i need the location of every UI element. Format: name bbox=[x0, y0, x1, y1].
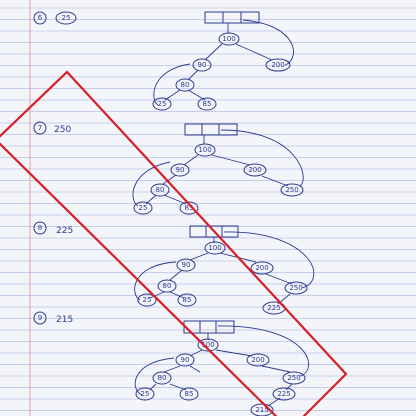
step-8-insert-225: 8 225 100 bbox=[33, 221, 315, 315]
node-label: 200 bbox=[251, 356, 264, 364]
node-label: 200 bbox=[271, 61, 284, 69]
node-label: 85 bbox=[203, 100, 212, 108]
node-label: 225 bbox=[277, 390, 290, 398]
red-annotation-box bbox=[0, 70, 348, 416]
node-label: 200 bbox=[255, 264, 268, 272]
node-label: 100 bbox=[198, 146, 211, 154]
node-label: 90 bbox=[182, 261, 191, 269]
step-6-insert-25: 6 25 100 90 200 80 25 bbox=[33, 11, 294, 111]
tree-edges bbox=[134, 325, 309, 407]
inserted-value: 225 bbox=[56, 226, 73, 236]
node-label: 80 bbox=[158, 374, 167, 382]
node-label: 250 bbox=[285, 186, 298, 194]
inserted-value: 25 bbox=[62, 14, 71, 22]
node-label: 90 bbox=[198, 61, 207, 69]
node-label: 225 bbox=[267, 304, 280, 312]
tree-nodes bbox=[135, 338, 306, 416]
node-label: 25 bbox=[143, 296, 152, 304]
inserted-value: 250 bbox=[54, 125, 71, 135]
step-number-circle bbox=[33, 311, 47, 325]
node-label: 215 bbox=[255, 406, 268, 414]
step-9-insert-215: 9 215 bbox=[33, 311, 309, 416]
value-circle bbox=[55, 11, 77, 25]
tree-nodes bbox=[133, 143, 304, 215]
step-7-insert-250: 7 250 100 90 200 bbox=[33, 121, 304, 215]
node-label: 100 bbox=[208, 244, 221, 252]
node-label: 90 bbox=[176, 166, 185, 174]
inserted-value: 215 bbox=[56, 315, 73, 325]
tree-edges bbox=[153, 19, 294, 106]
step-number: 7 bbox=[38, 124, 42, 132]
root-pointer-box bbox=[204, 11, 260, 24]
ruled-lines bbox=[0, 7, 416, 411]
node-label: 25 bbox=[139, 204, 148, 212]
node-label: 25 bbox=[158, 100, 167, 108]
node-label: 90 bbox=[181, 356, 190, 364]
node-label: 200 bbox=[248, 166, 261, 174]
tree-nodes bbox=[152, 32, 291, 111]
node-label: 250 bbox=[287, 374, 300, 382]
node-label: 80 bbox=[163, 282, 172, 290]
node-label: 100 bbox=[222, 35, 235, 43]
step-number: 8 bbox=[38, 224, 42, 232]
root-pointer-box bbox=[183, 320, 235, 334]
step-number: 9 bbox=[38, 314, 42, 322]
step-number-circle bbox=[33, 11, 47, 25]
node-label: 250 bbox=[289, 284, 302, 292]
node-label: 25 bbox=[141, 390, 150, 398]
step-number-circle bbox=[33, 221, 47, 235]
root-pointer-box bbox=[184, 123, 238, 136]
node-label: 100 bbox=[201, 341, 214, 349]
tree-edges bbox=[132, 129, 304, 207]
node-label: 85 bbox=[183, 296, 192, 304]
step-number: 6 bbox=[38, 14, 43, 22]
node-label: 85 bbox=[185, 204, 194, 212]
node-label: 80 bbox=[156, 186, 165, 194]
node-label: 80 bbox=[181, 81, 190, 89]
node-label: 85 bbox=[185, 390, 194, 398]
step-number-circle bbox=[33, 121, 47, 135]
